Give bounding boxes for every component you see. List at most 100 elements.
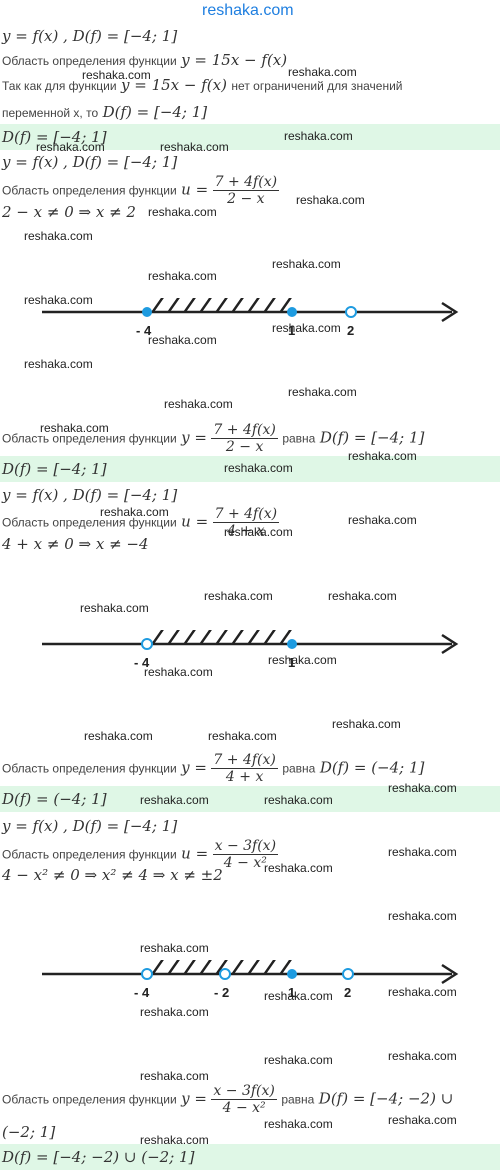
hatch-region	[150, 630, 292, 644]
watermark: reshaka.com	[40, 421, 109, 435]
point-closed	[142, 307, 152, 317]
domain-line: Область определения функции y = 15x − f(…	[2, 51, 288, 69]
answer-text: D(f) = [−4; 1]	[2, 460, 107, 478]
watermark: reshaka.com	[388, 985, 457, 999]
watermark: reshaka.com	[224, 461, 293, 475]
watermark: reshaka.com	[264, 793, 333, 807]
condition-line: 2 − x ≠ 0 ⇒ x ≠ 2	[2, 203, 136, 221]
watermark: reshaka.com	[84, 729, 153, 743]
watermark: reshaka.com	[288, 65, 357, 79]
domain-line: Область определения функции u = x − 3f(x…	[2, 838, 279, 871]
answer-band	[0, 456, 500, 482]
watermark: reshaka.com	[388, 1049, 457, 1063]
watermark: reshaka.com	[140, 1133, 209, 1147]
point-open	[219, 968, 231, 980]
watermark: reshaka.com	[140, 1069, 209, 1083]
watermark: reshaka.com	[148, 269, 217, 283]
watermark: reshaka.com	[24, 293, 93, 307]
watermark: reshaka.com	[164, 397, 233, 411]
watermark: reshaka.com	[296, 193, 365, 207]
axis-label: 2	[344, 985, 351, 1000]
axis-label: 1	[288, 655, 295, 670]
watermark: reshaka.com	[140, 793, 209, 807]
watermark: reshaka.com	[160, 140, 229, 154]
watermark: reshaka.com	[140, 941, 209, 955]
conclusion-line: Область определения функции y = x − 3f(x…	[2, 1083, 454, 1116]
axis-arrow	[441, 301, 459, 323]
watermark: reshaka.com	[264, 861, 333, 875]
watermark: reshaka.com	[332, 717, 401, 731]
axis-arrow	[441, 963, 459, 985]
point-open	[342, 968, 354, 980]
answer-band	[0, 786, 500, 812]
variable-line: переменной x, то D(f) = [−4; 1]	[2, 103, 208, 121]
watermark: reshaka.com	[388, 845, 457, 859]
watermark: reshaka.com	[80, 601, 149, 615]
watermark: reshaka.com	[264, 1117, 333, 1131]
axis-arrow	[441, 633, 459, 655]
given-line: y = f(x) , D(f) = [−4; 1]	[2, 153, 178, 171]
axis-label: - 2	[214, 985, 229, 1000]
number-line-2: - 4 1	[42, 630, 459, 670]
point-closed	[287, 307, 297, 317]
point-open	[345, 306, 357, 318]
watermark: reshaka.com	[328, 589, 397, 603]
fraction: x − 3f(x)4 − x²	[211, 1083, 277, 1116]
watermark: reshaka.com	[224, 525, 293, 539]
number-line-3: - 4 - 2 1 2	[42, 960, 459, 1000]
hatch-region	[150, 960, 292, 974]
given-line: y = f(x) , D(f) = [−4; 1]	[2, 27, 178, 45]
watermark: reshaka.com	[348, 513, 417, 527]
watermark: reshaka.com	[272, 321, 341, 335]
fraction: 7 + 4f(x)2 − x	[212, 174, 280, 207]
watermark: reshaka.com	[272, 257, 341, 271]
condition-line: 4 + x ≠ 0 ⇒ x ≠ −4	[2, 535, 149, 553]
answer-text: D(f) = [−4; 1]	[2, 128, 107, 146]
watermark: reshaka.com	[264, 1053, 333, 1067]
point-open	[141, 638, 153, 650]
axis-label: - 4	[134, 985, 150, 1000]
watermark: reshaka.com	[36, 140, 105, 154]
point-open	[141, 968, 153, 980]
site-watermark-top: reshaka.com	[202, 2, 294, 19]
watermark: reshaka.com	[264, 989, 333, 1003]
answer-text: D(f) = (−4; 1]	[2, 790, 107, 808]
watermark: reshaka.com	[204, 589, 273, 603]
number-line-1: - 4 1 2	[42, 298, 459, 338]
fraction: 7 + 4f(x)4 + x	[212, 506, 280, 539]
watermark: reshaka.com	[82, 68, 151, 82]
conclusion-continuation: (−2; 1]	[2, 1123, 56, 1141]
watermark: reshaka.com	[148, 333, 217, 347]
watermark: reshaka.com	[24, 229, 93, 243]
point-closed	[287, 639, 297, 649]
axis-label: 2	[347, 323, 354, 338]
domain-line: Область определения функции u = 7 + 4f(x…	[2, 174, 280, 207]
watermark: reshaka.com	[144, 665, 213, 679]
axis-label: - 4	[134, 655, 150, 670]
watermark: reshaka.com	[388, 909, 457, 923]
axis-label: 1	[288, 323, 295, 338]
domain-line: Область определения функции u = 7 + 4f(x…	[2, 506, 280, 539]
conclusion-line: Область определения функции y = 7 + 4f(x…	[2, 752, 425, 785]
given-line: y = f(x) , D(f) = [−4; 1]	[2, 817, 178, 835]
watermark: reshaka.com	[24, 357, 93, 371]
watermark: reshaka.com	[208, 729, 277, 743]
axis-label: 1	[288, 985, 295, 1000]
fraction: x − 3f(x)4 − x²	[212, 838, 279, 871]
watermark: reshaka.com	[348, 449, 417, 463]
hatch-region	[148, 298, 292, 312]
answer-text: D(f) = [−4; −2) ∪ (−2; 1]	[2, 1148, 195, 1166]
watermark: reshaka.com	[284, 129, 353, 143]
fraction: 7 + 4f(x)2 − x	[211, 422, 278, 455]
condition-line: 4 − x² ≠ 0 ⇒ x² ≠ 4 ⇒ x ≠ ±2	[2, 866, 223, 884]
answer-band	[0, 124, 500, 150]
watermark: reshaka.com	[288, 385, 357, 399]
axis-label: - 4	[136, 323, 152, 338]
watermark: reshaka.com	[388, 1113, 457, 1127]
watermark: reshaka.com	[140, 1005, 209, 1019]
given-line: y = f(x) , D(f) = [−4; 1]	[2, 486, 178, 504]
watermark: reshaka.com	[388, 781, 457, 795]
conclusion-line: Область определения функции y = 7 + 4f(x…	[2, 422, 425, 455]
because-line: Так как для функции y = 15x − f(x) нет о…	[2, 76, 403, 94]
watermark: reshaka.com	[268, 653, 337, 667]
